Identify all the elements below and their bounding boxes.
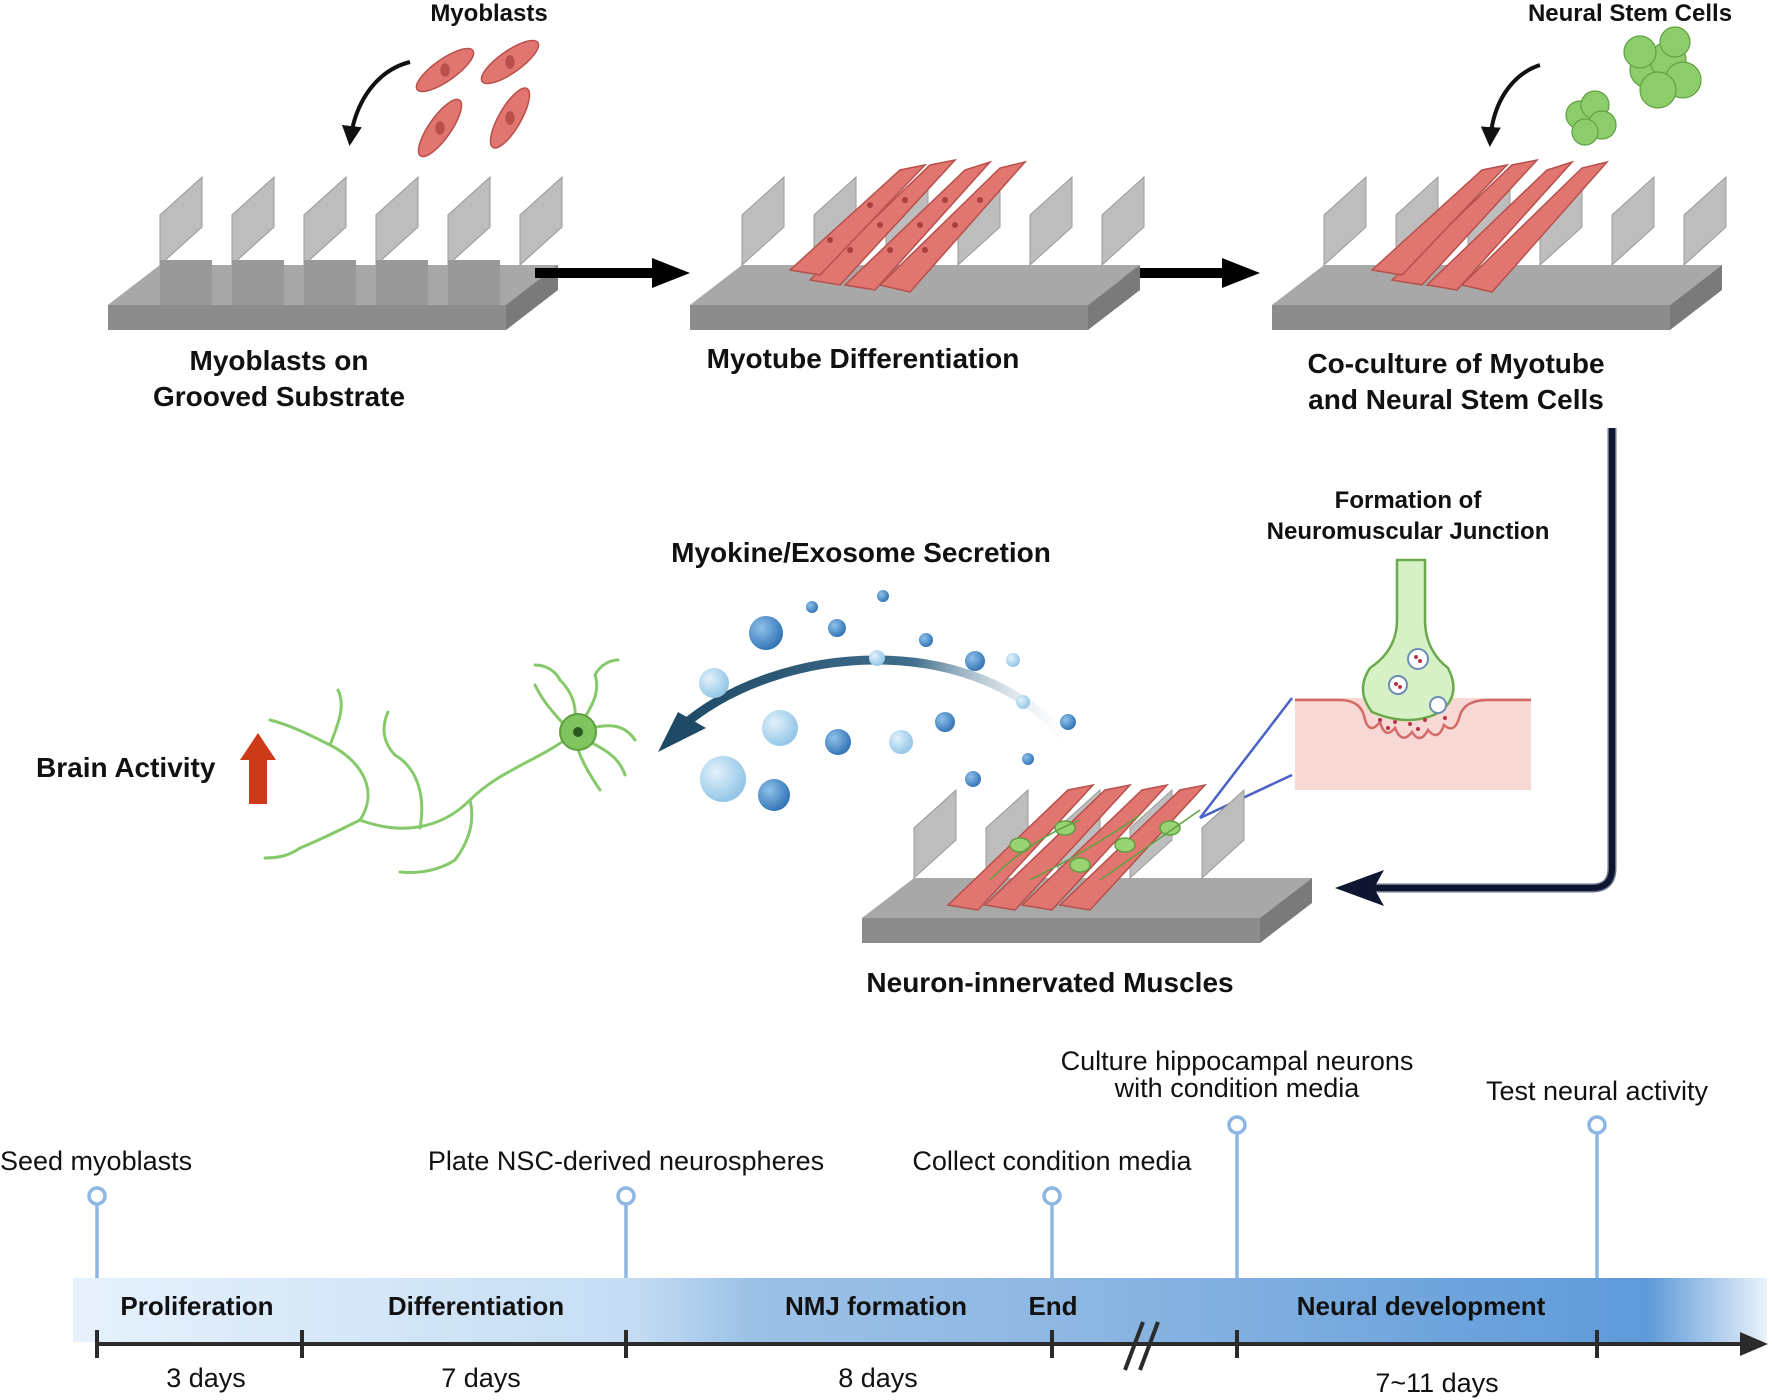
event-culture-line2: with condition media: [1114, 1073, 1360, 1103]
nmj-label: Formation of Neuromuscular Junction: [1267, 485, 1550, 547]
event-plate-neurospheres: Plate NSC-derived neurospheres: [427, 1146, 825, 1176]
duration-7-days: 7 days: [441, 1363, 521, 1393]
timeline-break-mark: [1123, 1321, 1160, 1371]
phase-neural-development: Neural development: [1296, 1291, 1546, 1321]
step1-line1: Myoblasts on: [189, 345, 369, 376]
innervated-label: Neuron-innervated Muscles: [866, 967, 1234, 998]
secretion-arrowhead: [658, 712, 706, 752]
coculture-to-innervated-arrow: [1335, 428, 1617, 906]
timeline-pins: [87, 1115, 1607, 1278]
step1-line2: Grooved Substrate: [152, 381, 406, 413]
timeline-axis: [95, 1330, 1740, 1358]
duration-7-11-days: 7~11 days: [1375, 1368, 1499, 1398]
myotube-nuclei: [827, 197, 983, 253]
secretion-label: Myokine/Exosome Secretion: [671, 537, 1051, 568]
phase-differentiation: Differentiation: [387, 1291, 565, 1321]
innervating-neurons: [989, 809, 1201, 881]
nmj-line1: Formation of: [1334, 487, 1482, 514]
exosome-particles: [699, 590, 1076, 811]
nsc-curved-arrow: [1480, 63, 1541, 147]
process-arrow-2: [1105, 258, 1260, 288]
step3-label: Co-culture of Myotube and Neural Stem Ce…: [1307, 346, 1604, 419]
event-seed-myoblasts: Seed myoblasts: [0, 1146, 193, 1176]
grooved-substrate-1: [108, 175, 563, 330]
grooved-substrate-3: [1272, 175, 1727, 330]
timeline-arrowhead: [1740, 1332, 1768, 1356]
phase-nmj-formation: NMJ formation: [785, 1291, 967, 1321]
brain-activity-label: Brain Activity: [36, 752, 216, 783]
step3-line2: and Neural Stem Cells: [1308, 384, 1604, 416]
step1-label: Myoblasts on Grooved Substrate: [153, 343, 405, 416]
timeline-phase-bar: [73, 1278, 1767, 1342]
phase-proliferation: Proliferation: [120, 1291, 274, 1321]
event-culture-line1: Culture hippocampal neurons: [1060, 1046, 1414, 1076]
phase-end: End: [1028, 1291, 1078, 1321]
step2-label: Myotube Differentiation: [706, 343, 1020, 374]
seed-curved-arrow: [341, 60, 411, 146]
process-arrow-1: [535, 258, 690, 288]
brain-activity-up-arrow: [240, 733, 276, 804]
myoblast-cells: [415, 39, 540, 158]
secretion-curve-arrow: [677, 655, 1072, 745]
step3-line1: Co-culture of Myotube: [1307, 348, 1605, 379]
duration-3-days: 3 days: [166, 1363, 246, 1393]
event-test-activity: Test neural activity: [1485, 1076, 1709, 1106]
grooved-substrate-1-ridges: [160, 260, 500, 305]
event-culture-neurons: Culture hippocampal neurons with conditi…: [1061, 1048, 1414, 1102]
nmj-line2: Neuromuscular Junction: [1266, 518, 1550, 546]
event-collect-media: Collect condition media: [912, 1146, 1192, 1176]
neural-stem-cell-clusters: [1565, 26, 1702, 146]
hippocampal-neuron-illustration: [263, 658, 637, 874]
neural-stem-cells-label: Neural Stem Cells: [1527, 0, 1733, 27]
neuron-nucleus: [573, 727, 583, 737]
nmj-inset: [1199, 558, 1531, 820]
duration-8-days: 8 days: [838, 1363, 918, 1393]
cocultured-myotubes: [1370, 158, 1610, 293]
myoblasts-label: Myoblasts: [430, 0, 548, 27]
grooved-substrate-2: [690, 175, 1145, 330]
